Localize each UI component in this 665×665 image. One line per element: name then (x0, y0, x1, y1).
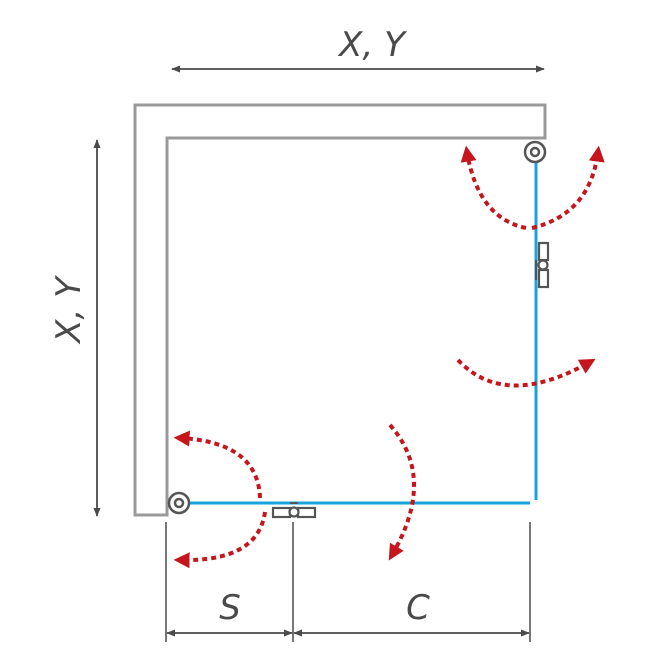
hinge-icon (523, 140, 547, 164)
handle-icon (271, 502, 317, 519)
swing-arrow-icon (388, 423, 416, 561)
dimension-label-top: X, Y (337, 25, 407, 65)
swing-arrow-icon (460, 145, 527, 230)
swing-arrow-icon (531, 145, 605, 230)
dimension-label-c: C (406, 588, 430, 628)
swing-arrow-icon (456, 358, 596, 388)
hinge-icon (167, 491, 191, 515)
dimension-label-left: X, Y (49, 275, 89, 345)
swing-arrow-icon (173, 430, 262, 499)
dimension-label-s: S (219, 588, 241, 628)
swing-arrow-icon (173, 511, 267, 569)
handle-icon (535, 241, 550, 289)
wall-profile (133, 103, 547, 517)
